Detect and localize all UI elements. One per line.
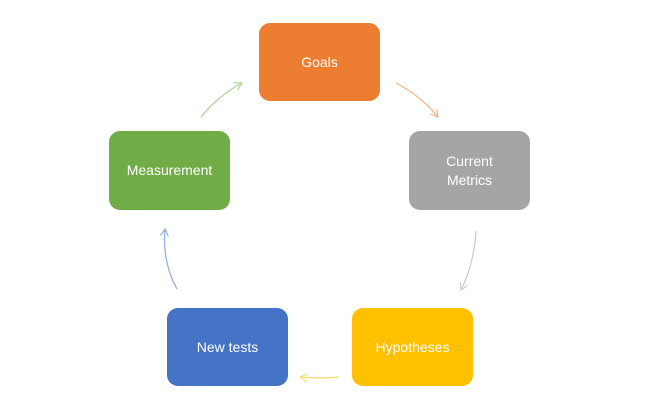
arrow-metrics-to-hypotheses (460, 230, 477, 291)
node-measurement: Measurement (109, 131, 230, 210)
node-hypotheses: Hypotheses (352, 308, 473, 386)
arrow-newtests-to-measurement (159, 227, 178, 290)
node-new-tests: New tests (167, 308, 288, 386)
arrow-measurement-to-goals (200, 82, 243, 118)
node-current-metrics: Current Metrics (409, 131, 530, 210)
node-goals: Goals (259, 23, 380, 101)
arrow-goals-to-metrics (395, 82, 439, 118)
arrow-hypotheses-to-newtests (298, 373, 340, 383)
